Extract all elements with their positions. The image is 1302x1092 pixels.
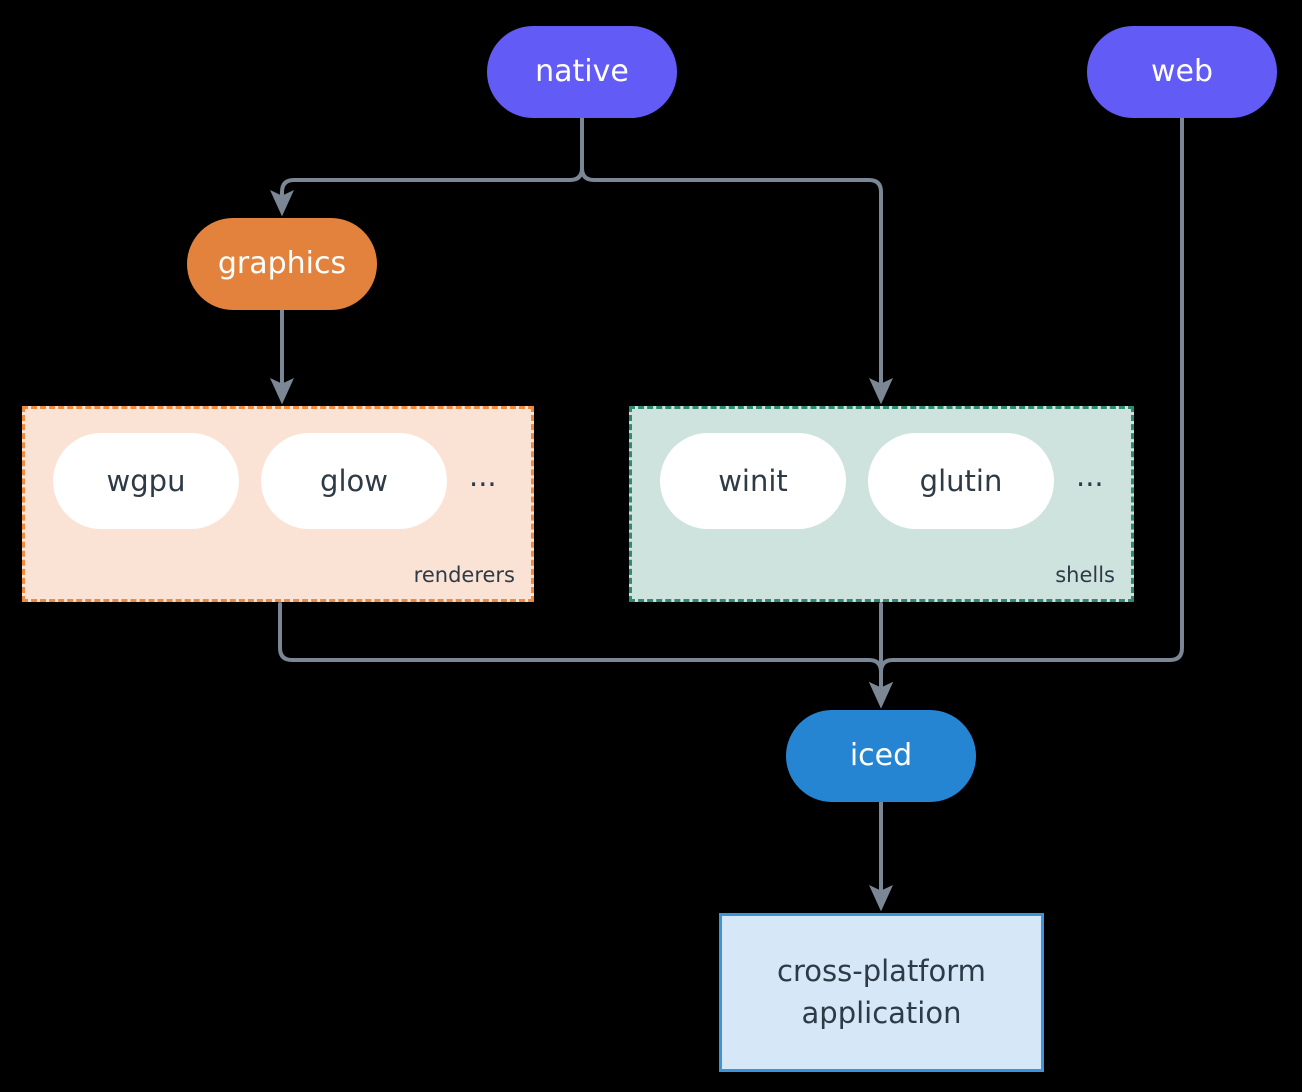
group-shells: winit glutin ... shells [629,406,1134,602]
node-web[interactable]: web [1087,26,1277,118]
group-shells-caption: shells [1055,563,1115,587]
node-application-line1: cross-platform [777,954,986,989]
shells-more-ellipsis: ... [1076,458,1104,493]
edge-renderers-iced [278,602,893,709]
node-application-line2: application [801,995,962,1030]
renderers-item-row: wgpu glow ... [53,433,497,529]
chip-glow-label: glow [320,464,388,498]
chip-glow[interactable]: glow [261,433,447,529]
shells-item-row: winit glutin ... [660,433,1104,529]
node-application[interactable]: cross-platform application [719,913,1044,1072]
node-web-label: web [1150,53,1214,89]
chip-wgpu-label: wgpu [106,464,186,498]
edge-native-shells [580,116,893,405]
chip-wgpu[interactable]: wgpu [53,433,239,529]
node-graphics-label: graphics [217,245,347,281]
chip-glutin-label: glutin [919,464,1003,498]
node-native-label: native [535,53,629,89]
chip-glutin[interactable]: glutin [868,433,1054,529]
chip-winit[interactable]: winit [660,433,846,529]
renderers-more-ellipsis: ... [469,458,497,493]
node-graphics[interactable]: graphics [187,218,377,310]
edge-native-bus [270,116,584,217]
group-renderers-caption: renderers [413,563,515,587]
chip-winit-label: winit [718,464,788,498]
group-renderers: wgpu glow ... renderers [22,406,534,602]
node-iced[interactable]: iced [786,710,976,802]
node-native[interactable]: native [487,26,677,118]
node-iced-label: iced [849,737,913,773]
